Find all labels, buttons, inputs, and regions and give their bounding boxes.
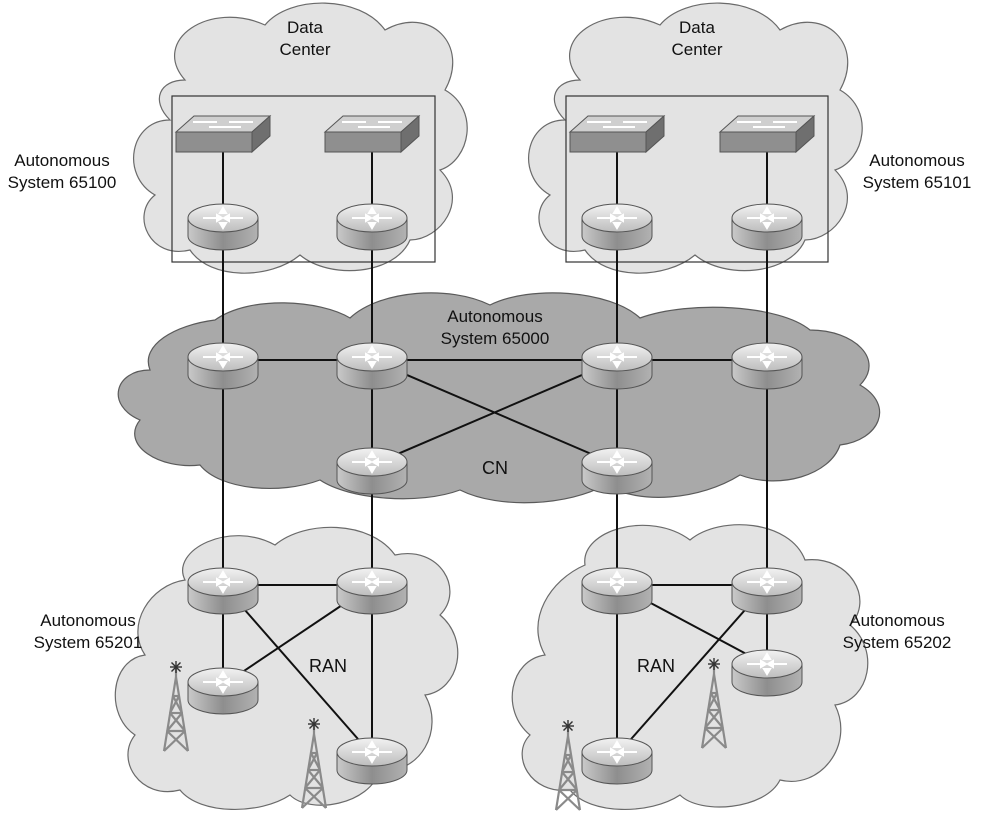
router-icon [336,342,408,390]
cloud-as65000 [117,292,881,504]
router-icon [731,342,803,390]
data-center-right-line2: Center [671,40,722,59]
router-icon [581,567,653,615]
ran-right-label: RAN [637,656,675,676]
router-icon [731,567,803,615]
data-center-box-left [171,95,436,263]
router-icon [731,649,803,697]
data-center-box-right [565,95,829,263]
as65000-label-line1: Autonomous [447,307,542,326]
router-icon [336,567,408,615]
as65000-label-line2: System 65000 [441,329,550,348]
router-icon [336,447,408,495]
switch-icon [569,115,665,153]
router-icon [187,667,259,715]
switch-icon [719,115,815,153]
router-icon [187,203,259,251]
as65201-label-line2: System 65201 [34,633,143,652]
data-center-left-line2: Center [279,40,330,59]
data-center-left-line1: Data [287,18,323,37]
as65101-label-line1: Autonomous [869,151,964,170]
as65100-label-line2: System 65100 [8,173,117,192]
router-icon [731,203,803,251]
router-icon [336,737,408,785]
switch-icon [175,115,271,153]
as65101-label-line2: System 65101 [863,173,972,192]
router-icon [581,447,653,495]
router-icon [581,203,653,251]
data-center-right-line1: Data [679,18,715,37]
core-network-label: CN [482,458,508,478]
as65100-label-line1: Autonomous [14,151,109,170]
router-icon [187,567,259,615]
as65202-label-line2: System 65202 [843,633,952,652]
router-icon [581,737,653,785]
router-icon [187,342,259,390]
as65201-label-line1: Autonomous [40,611,135,630]
switch-icon [324,115,420,153]
as65202-label-line1: Autonomous [849,611,944,630]
ran-left-label: RAN [309,656,347,676]
router-icon [336,203,408,251]
router-icon [581,342,653,390]
